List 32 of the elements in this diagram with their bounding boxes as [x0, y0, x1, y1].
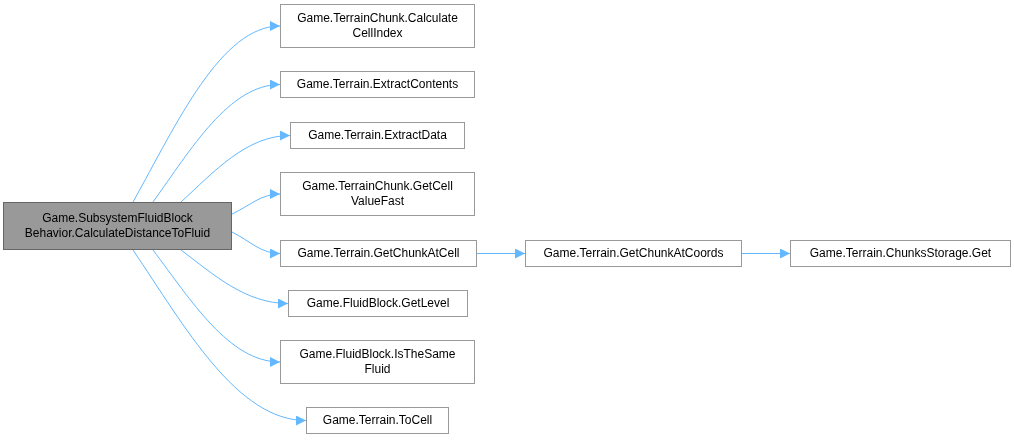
function-name: Game.Terrain.GetChunkAtCoords	[543, 246, 724, 261]
function-box	[288, 290, 468, 317]
arrow	[231, 189, 281, 215]
arrow	[152, 80, 281, 203]
arrow	[180, 249, 289, 308]
function-name: Game.Terrain.ChunksStorage.Get	[809, 246, 992, 261]
arrow	[152, 249, 281, 366]
function-name: Game.Terrain.ExtractData	[308, 128, 447, 143]
function-name: Game.Terrain.ExtractContents	[296, 77, 459, 92]
arrow	[132, 22, 281, 203]
function-box	[280, 4, 475, 48]
highlighted-function-box	[3, 202, 232, 250]
function-name: Game.Terrain.GetChunkAtCell	[297, 246, 460, 261]
function-name: Game.TerrainChunk.Calculate CellIndex	[296, 11, 459, 41]
function-name: Game.Terrain.ToCell	[322, 413, 433, 428]
function-name: Game.TerrainChunk.GetCell ValueFast	[301, 179, 454, 209]
function-box	[280, 172, 475, 216]
function-box	[280, 71, 475, 98]
arrow	[231, 231, 281, 258]
arrow	[741, 248, 791, 259]
function-box	[280, 340, 475, 384]
function-name: Game.FluidBlock.GetLevel	[306, 296, 450, 311]
arrow	[476, 248, 526, 259]
function-box	[280, 240, 477, 267]
arrow	[180, 131, 291, 203]
function-box	[525, 240, 742, 267]
function-box	[306, 407, 449, 434]
function-name: Game.SubsystemFluidBlock Behavior.CalculateDistanceToFluid	[23, 211, 212, 241]
function-box	[290, 122, 465, 149]
arrow	[132, 249, 307, 425]
function-box	[790, 240, 1011, 267]
function-name: Game.FluidBlock.IsTheSame Fluid	[298, 347, 457, 377]
